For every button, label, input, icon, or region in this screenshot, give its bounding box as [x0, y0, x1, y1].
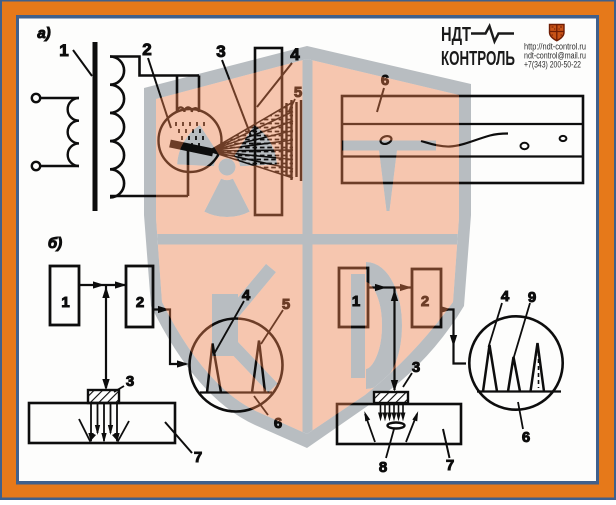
svg-text:5: 5 [282, 296, 290, 313]
svg-text:7: 7 [446, 457, 454, 474]
svg-text:4: 4 [242, 287, 251, 304]
svg-text:2: 2 [142, 40, 151, 59]
svg-text:6: 6 [274, 415, 282, 432]
svg-text:2: 2 [421, 293, 429, 310]
svg-text:6: 6 [381, 72, 389, 89]
svg-text:2: 2 [136, 294, 144, 311]
svg-text:1: 1 [59, 41, 68, 60]
svg-text:9: 9 [528, 289, 536, 306]
svg-text:1: 1 [352, 293, 360, 310]
svg-text:7: 7 [194, 449, 202, 466]
svg-text:НДТ: НДТ [441, 23, 471, 46]
svg-text:8: 8 [379, 459, 387, 476]
svg-text:3: 3 [126, 373, 134, 390]
svg-text:а): а) [37, 25, 50, 42]
svg-text:5: 5 [294, 84, 302, 101]
svg-text:б): б) [48, 235, 62, 252]
svg-text:http://ndt-control.ru: http://ndt-control.ru [524, 42, 586, 52]
svg-text:4: 4 [501, 288, 510, 305]
svg-text:4: 4 [290, 45, 300, 64]
svg-text:КОНТРОЛЬ: КОНТРОЛЬ [441, 47, 515, 70]
svg-text:ndt-control@mail.ru: ndt-control@mail.ru [524, 51, 586, 61]
svg-text:1: 1 [61, 294, 69, 311]
svg-text:3: 3 [412, 359, 420, 376]
svg-text:3: 3 [216, 42, 225, 61]
svg-text:+7(343) 200-50-22: +7(343) 200-50-22 [524, 60, 581, 70]
svg-text:6: 6 [522, 429, 530, 446]
